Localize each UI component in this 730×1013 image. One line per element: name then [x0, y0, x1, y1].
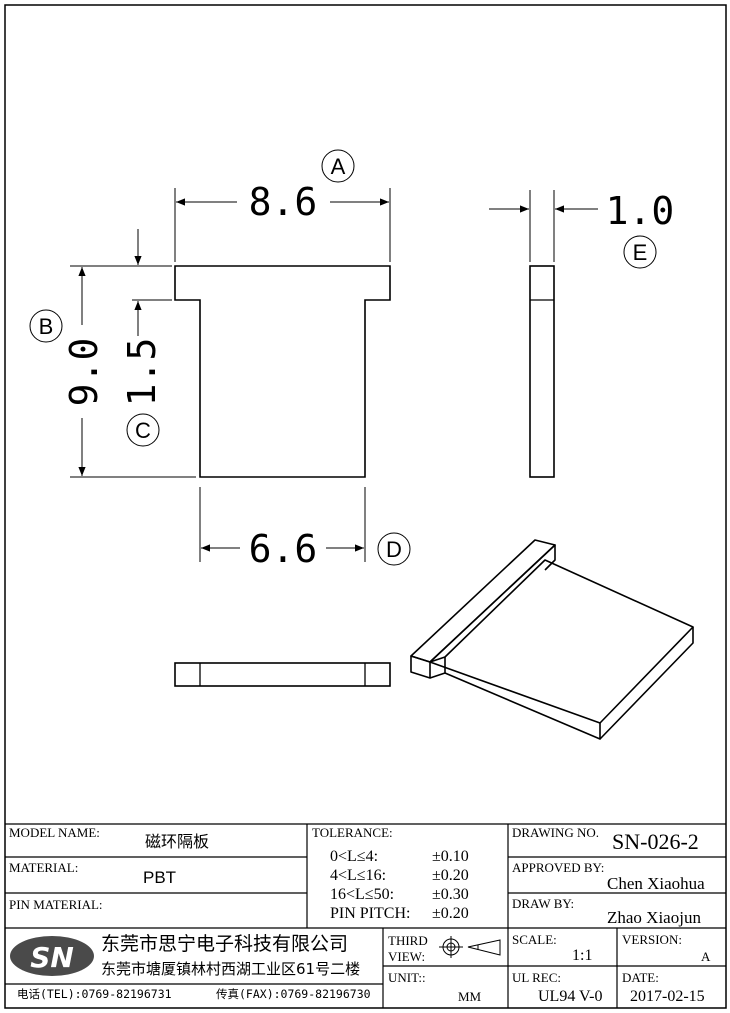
top-view: [174, 662, 391, 687]
tolerance-value: ±0.10: [432, 848, 469, 865]
svg-text:E: E: [633, 240, 648, 265]
third-view-label: THIRD VIEW:: [388, 933, 428, 964]
scale-label: SCALE:: [512, 932, 557, 947]
drawing-no-label: DRAWING NO.: [512, 825, 600, 840]
isometric-view: [410, 539, 694, 740]
company-logo: SN: [10, 936, 94, 976]
material-label: MATERIAL:: [9, 860, 79, 875]
dim-flange-text: 1.5: [120, 338, 164, 407]
tolerance-range: 0<L≤4:: [330, 848, 379, 865]
date-value: 2017-02-15: [630, 988, 705, 1005]
dim-height-text: 9.0: [62, 338, 106, 407]
drawing-no-value: SN-026-2: [612, 829, 699, 854]
unit-value: MM: [458, 989, 482, 1004]
tolerance-value: ±0.20: [432, 867, 469, 884]
side-view: [529, 265, 555, 478]
approved-by-label: APPROVED BY:: [512, 860, 605, 875]
tolerance-range: PIN PITCH:: [330, 905, 411, 922]
scale-value: 1:1: [572, 947, 593, 964]
dimension-thickness: 1.0: [489, 189, 674, 262]
svg-text:B: B: [39, 314, 54, 339]
svg-text:SN: SN: [30, 941, 74, 974]
unit-label: UNIT::: [388, 970, 426, 985]
company-fax: 传真(FAX):0769-82196730: [216, 987, 371, 1001]
dimension-height: 9.0: [62, 265, 196, 478]
tolerance-label: TOLERANCE:: [312, 825, 393, 840]
material-value: PBT: [143, 868, 177, 887]
tolerance-range: 16<L≤50:: [330, 886, 395, 903]
third-angle-projection-icon: [439, 936, 501, 958]
dimension-flange-thickness: 1.5: [120, 229, 172, 406]
date-label: DATE:: [622, 970, 659, 985]
dim-bottom-width-text: 6.6: [249, 527, 318, 571]
model-name-label: MODEL NAME:: [9, 825, 100, 840]
sheet-border: [4, 4, 727, 1009]
tolerance-range: 4<L≤16:: [330, 867, 387, 884]
draw-by-label: DRAW BY:: [512, 896, 575, 911]
svg-text:A: A: [331, 154, 346, 179]
approved-by-value: Chen Xiaohua: [607, 874, 705, 893]
callout-e: E: [623, 235, 657, 269]
callout-d: D: [377, 532, 411, 566]
pin-material-label: PIN MATERIAL:: [9, 897, 103, 912]
company-name: 东莞市思宁电子科技有限公司: [101, 933, 349, 955]
svg-text:D: D: [386, 537, 402, 562]
company-address: 东莞市塘厦镇林村西湖工业区61号二楼: [101, 960, 361, 978]
version-label: VERSION:: [622, 932, 682, 947]
version-value: A: [701, 949, 711, 964]
model-name-value: 磁环隔板: [145, 832, 210, 851]
tolerance-value: ±0.20: [432, 905, 469, 922]
dimension-top-width: 8.6: [174, 180, 391, 262]
dim-thickness-text: 1.0: [606, 189, 675, 233]
ul-rec-label: UL REC:: [512, 970, 561, 985]
front-view-outline: [174, 265, 391, 478]
dim-top-width-text: 8.6: [249, 180, 318, 224]
ul-rec-value: UL94 V-0: [538, 988, 603, 1005]
draw-by-value: Zhao Xiaojun: [607, 908, 701, 927]
callout-c: C: [126, 413, 160, 447]
callout-a: A: [321, 149, 355, 183]
tolerance-value: ±0.30: [432, 886, 469, 903]
title-block-grid: [5, 823, 726, 1008]
dimension-bottom-width: 6.6: [199, 487, 366, 571]
callout-b: B: [29, 309, 63, 343]
company-tel: 电话(TEL):0769-82196731: [17, 987, 172, 1001]
svg-text:C: C: [135, 418, 151, 443]
